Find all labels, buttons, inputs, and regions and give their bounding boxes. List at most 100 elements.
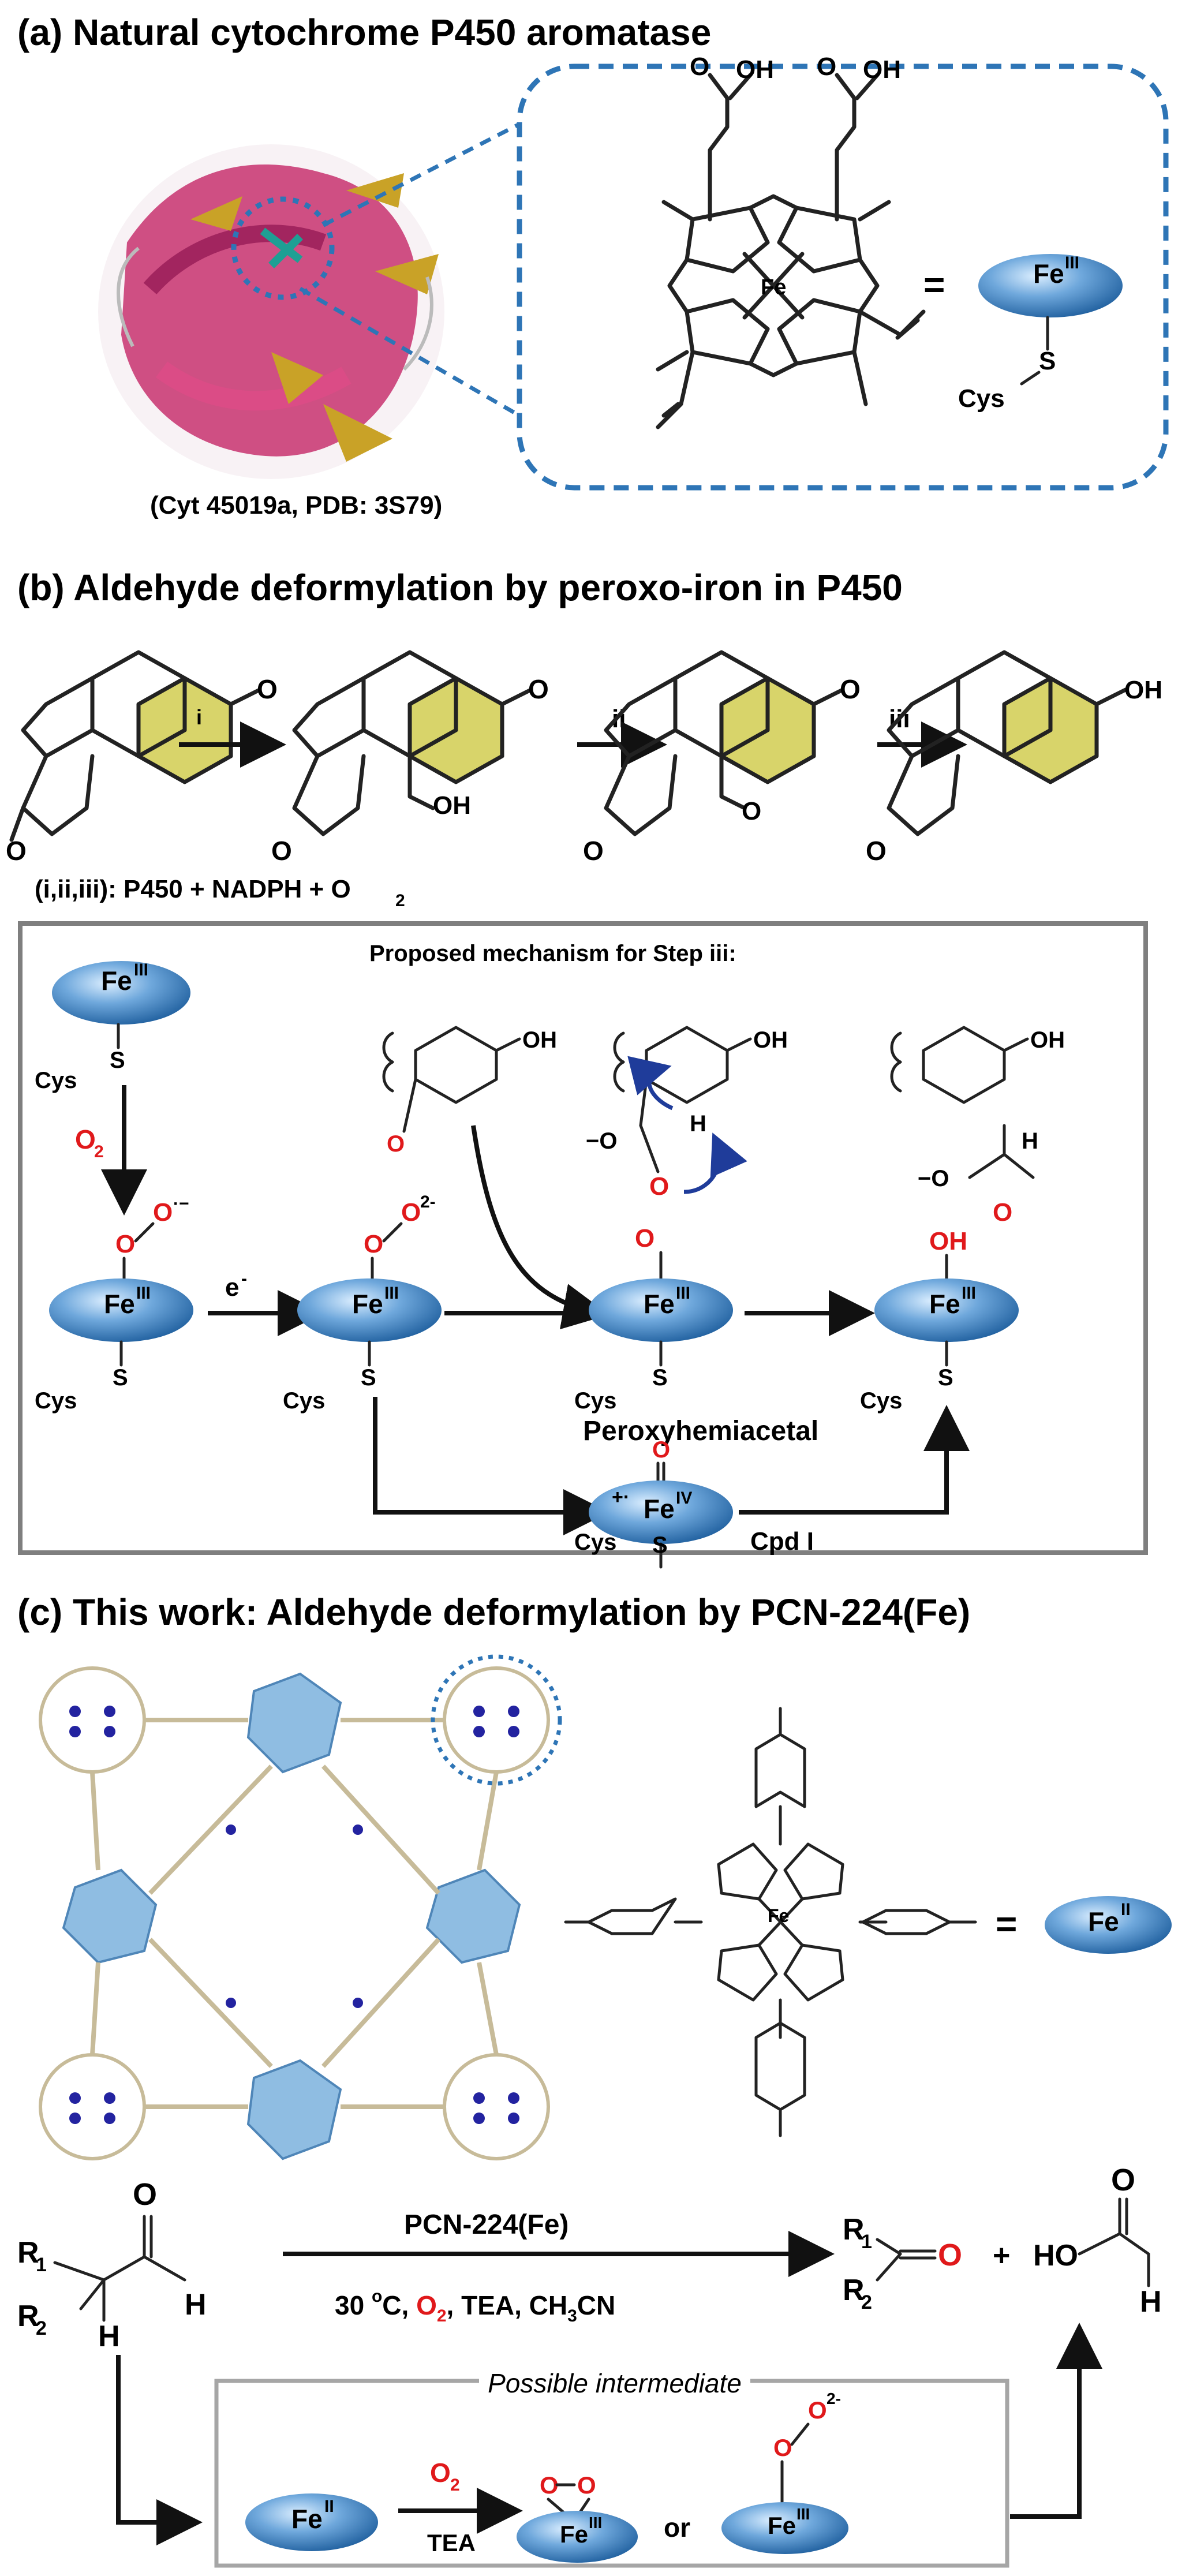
fe-label-a: Fe [1033, 259, 1064, 289]
svg-text:H: H [185, 2288, 207, 2321]
heme-fe-label: Fe [761, 275, 786, 300]
svg-text:S: S [938, 1365, 953, 1390]
arrow-from-cpd-i [739, 1405, 970, 1515]
svg-text:O: O [577, 2472, 596, 2499]
svg-text:·−: ·− [173, 1194, 189, 1213]
svg-text:III: III [962, 1284, 976, 1303]
svg-text:III: III [589, 2514, 602, 2532]
svg-text:Fe: Fe [291, 2504, 323, 2534]
panel-b-header: (b) Aldehyde deformylation by peroxo-iro… [17, 567, 903, 608]
svg-text:Cys: Cys [35, 1068, 77, 1093]
svg-text:O: O [257, 674, 278, 704]
svg-text:O: O [808, 2396, 827, 2424]
svg-text:III: III [676, 1284, 690, 1303]
heme-porphyrin-structure [656, 73, 926, 429]
svg-text:O: O [115, 1230, 135, 1258]
svg-text:Fe: Fe [104, 1289, 135, 1319]
svg-text:III: III [384, 1284, 399, 1303]
svg-text:S: S [652, 1365, 668, 1390]
svg-text:Fe: Fe [768, 2512, 796, 2539]
svg-text:+·: +· [612, 1486, 630, 1508]
svg-text:Cys: Cys [574, 1530, 616, 1555]
svg-text:2: 2 [94, 1142, 104, 1161]
svg-text:O: O [938, 2238, 962, 2272]
svg-text:H: H [690, 1111, 706, 1136]
conditions-sub: 2 [395, 891, 405, 910]
svg-text:TEA: TEA [427, 2529, 476, 2556]
arrow-to-cpd-i [373, 1397, 609, 1535]
svg-text:Cys: Cys [860, 1388, 902, 1414]
fe-iii-disk-1 [52, 961, 190, 1025]
reaction-conditions: 30 oC, O2, TEA, CH3CN [335, 2287, 615, 2325]
svg-text:HO: HO [1033, 2239, 1078, 2272]
svg-text:O: O [773, 2434, 792, 2461]
mechanism-title: Proposed mechanism for Step iii: [369, 941, 736, 966]
fe-iii-disk-a [978, 254, 1123, 317]
heme-o-2: O [817, 53, 836, 81]
svg-text:H: H [1140, 2285, 1162, 2319]
svg-text:R: R [17, 2236, 39, 2270]
o2-label-b: O [75, 1124, 96, 1154]
svg-text:OH: OH [753, 1027, 788, 1053]
svg-text:OH: OH [433, 791, 471, 820]
svg-text:2: 2 [450, 2476, 460, 2495]
cpd-i-label: Cpd I [750, 1527, 814, 1556]
zoom-line-top [322, 122, 521, 227]
svg-text:2-: 2- [420, 1192, 436, 1212]
arrow-to-intermediate [116, 2355, 203, 2545]
svg-text:R: R [17, 2300, 39, 2333]
fe-ii-disk-linker [1045, 1896, 1172, 1954]
fe-iii-disk-2 [49, 1278, 193, 1342]
aromatic-product-fragment [890, 1026, 1035, 1179]
svg-text:H: H [98, 2320, 120, 2353]
steroid-androstenedione [9, 650, 262, 842]
fe-ii-disk-intermediate [245, 2493, 378, 2551]
svg-text:OH: OH [522, 1027, 557, 1053]
svg-text:O: O [401, 1198, 421, 1227]
fe-iii-disk-5 [874, 1278, 1019, 1342]
svg-text:Fe: Fe [768, 1905, 789, 1926]
svg-text:OH: OH [1030, 1027, 1065, 1053]
svg-text:OH: OH [1124, 676, 1162, 704]
conditions-label: (i,ii,iii): P450 + NADPH + O [35, 875, 351, 903]
svg-text:1: 1 [36, 2254, 47, 2276]
svg-text:Cys: Cys [283, 1388, 325, 1414]
linker-equals: = [996, 1903, 1017, 1945]
svg-text:O: O [364, 1230, 383, 1258]
steroid-estrone [887, 650, 1128, 836]
heme-equals: = [923, 264, 945, 305]
svg-text:S: S [652, 1532, 668, 1558]
peroxyhemiacetal-label: Peroxyhemiacetal [583, 1416, 818, 1446]
svg-text:II: II [1121, 1900, 1131, 1919]
svg-text:O: O [387, 1131, 405, 1157]
heme-oh-1: OH [736, 55, 774, 84]
svg-text:H: H [1022, 1128, 1038, 1154]
svg-text:−O: −O [918, 1166, 949, 1191]
mechanism-box [18, 921, 1148, 1555]
aldehyde-substrate-fragment [382, 1026, 521, 1133]
svg-text:-: - [241, 1269, 247, 1288]
svg-text:Fe: Fe [929, 1289, 960, 1319]
svg-text:O: O [635, 1224, 655, 1253]
svg-text:S: S [113, 1365, 128, 1390]
svg-text:Fe: Fe [560, 2521, 588, 2548]
svg-text:O: O [271, 836, 292, 866]
svg-text:II: II [324, 2497, 334, 2516]
svg-text:Fe: Fe [1088, 1906, 1119, 1936]
svg-text:O: O [993, 1198, 1012, 1227]
electron-label: e [225, 1273, 239, 1302]
svg-text:Fe: Fe [352, 1289, 383, 1319]
pcn-224-framework-image [39, 1654, 562, 2160]
panel-c-header: (c) This work: Aldehyde deformylation by… [17, 1591, 970, 1633]
svg-text:S: S [361, 1365, 376, 1390]
intermediate-title: Possible intermediate [488, 2368, 742, 2398]
svg-text:OH: OH [929, 1227, 967, 1255]
arrow-substrate-add [471, 1125, 609, 1330]
svg-text:O: O [153, 1198, 173, 1227]
svg-text:O: O [133, 2177, 157, 2212]
svg-text:O: O [649, 1172, 669, 1201]
svg-text:Fe: Fe [101, 966, 132, 996]
svg-text:IV: IV [676, 1489, 692, 1508]
protein-structure-image [98, 144, 444, 479]
